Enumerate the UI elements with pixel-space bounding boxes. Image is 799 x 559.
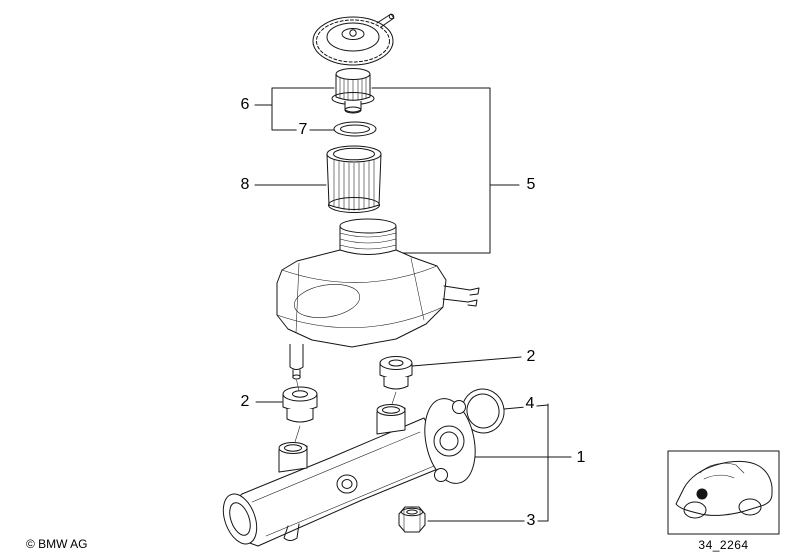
expansion-tank xyxy=(276,218,480,380)
callout-5[interactable]: 5 xyxy=(524,176,538,194)
callout-2-left[interactable]: 2 xyxy=(238,393,252,411)
grommet-right xyxy=(379,356,413,390)
callout-1[interactable]: 1 xyxy=(574,449,588,467)
callout-8[interactable]: 8 xyxy=(238,176,252,194)
reservoir-insert xyxy=(326,145,382,213)
lock-nut xyxy=(398,506,426,533)
callout-4[interactable]: 4 xyxy=(523,395,537,413)
diagram-code: 34_2264 xyxy=(698,538,749,552)
o-ring-small xyxy=(333,121,377,137)
callout-7[interactable]: 7 xyxy=(296,121,310,139)
callout-6[interactable]: 6 xyxy=(238,96,252,114)
master-cylinder xyxy=(222,379,476,547)
thumbnail-frame[interactable] xyxy=(667,450,780,535)
callout-3[interactable]: 3 xyxy=(524,512,538,530)
car-icon xyxy=(675,460,773,519)
strainer-insert xyxy=(331,68,375,114)
reservoir-cap xyxy=(312,13,395,66)
tank-spout xyxy=(442,285,480,307)
tank-nipple xyxy=(289,344,304,370)
copyright-text: © BMW AG xyxy=(26,537,88,551)
location-dot-icon xyxy=(696,488,708,500)
vehicle-thumbnail[interactable] xyxy=(667,450,780,535)
grommet-left xyxy=(282,386,318,423)
callout-2-right[interactable]: 2 xyxy=(524,348,538,366)
